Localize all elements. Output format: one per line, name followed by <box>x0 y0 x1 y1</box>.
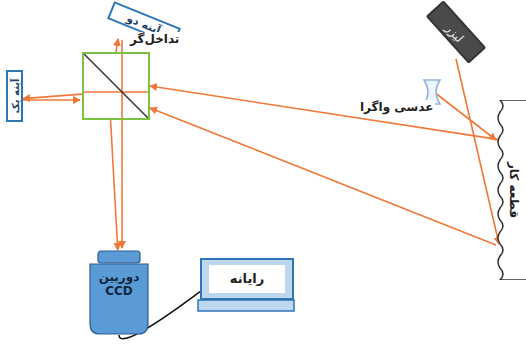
ccd-camera: دوربین CCD <box>88 250 150 335</box>
laser-beam <box>111 120 118 250</box>
node-label: دوربین CCD <box>88 250 150 298</box>
computer-monitor: رایانه <box>200 258 294 300</box>
node-label: قطعه کار <box>507 162 521 218</box>
beam-splitter: تداخل‌گر <box>82 52 150 120</box>
beam <box>82 91 150 93</box>
beam <box>116 39 118 52</box>
node-label: رایانه <box>209 265 285 293</box>
laser-beam <box>23 94 82 98</box>
node-label: لیزر <box>426 3 484 64</box>
laser-beam <box>456 59 499 244</box>
heading-label: تداخل‌گر <box>128 32 181 46</box>
beam <box>121 120 123 248</box>
beam <box>22 99 80 101</box>
laser-box: لیزر <box>426 0 487 64</box>
laser-beam <box>150 86 499 140</box>
node-label: آینه یک <box>9 79 20 114</box>
part-label: عدسی واگرا <box>358 100 435 114</box>
beam <box>150 108 496 245</box>
splitter-diagonal <box>84 54 148 118</box>
workpiece: قطعه کار <box>496 100 526 280</box>
computer-base <box>198 300 294 311</box>
mirror-one: آینه یک <box>6 70 23 122</box>
